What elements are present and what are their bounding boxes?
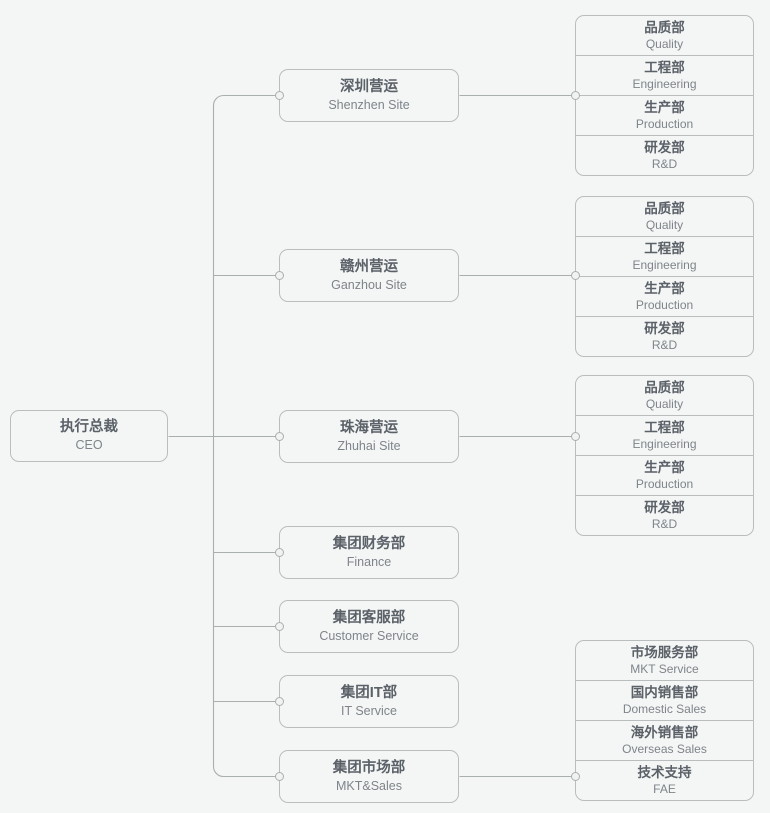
node-zhuhai-site[interactable]: 珠海营运 Zhuhai Site [279, 410, 459, 463]
department-row-quality[interactable]: 品质部 Quality [576, 376, 753, 416]
department-label-cn: 研发部 [644, 499, 685, 515]
department-label-cn: 品质部 [644, 200, 685, 216]
department-label-cn: 市场服务部 [630, 644, 699, 660]
connector-dot-group-shenzhen[interactable] [571, 91, 580, 100]
node-ceo[interactable]: 执行总裁 CEO [10, 410, 168, 462]
department-label-cn: 生产部 [644, 280, 685, 296]
department-label-cn: 国内销售部 [630, 684, 699, 700]
department-label-en: Production [635, 476, 694, 491]
department-label-en: Engineering [632, 76, 697, 91]
department-row-domestic-sales[interactable]: 国内销售部 Domestic Sales [576, 681, 753, 721]
department-label-en: Quality [645, 396, 684, 411]
node-customer-service-label-en: Customer Service [319, 628, 419, 643]
node-shenzhen-site[interactable]: 深圳营运 Shenzhen Site [279, 69, 459, 122]
connector-dot-group-ganzhou[interactable] [571, 271, 580, 280]
department-row-production[interactable]: 生产部 Production [576, 96, 753, 136]
node-mkt-sales-label-en: MKT&Sales [336, 778, 402, 793]
node-ganzhou-site-label-en: Ganzhou Site [331, 277, 407, 292]
department-row-rnd[interactable]: 研发部 R&D [576, 136, 753, 175]
department-label-en: R&D [651, 516, 678, 531]
node-zhuhai-site-label-cn: 珠海营运 [340, 419, 398, 436]
department-label-cn: 技术支持 [637, 764, 692, 780]
node-shenzhen-site-label-en: Shenzhen Site [328, 97, 410, 112]
department-label-cn: 研发部 [644, 320, 685, 336]
node-finance-label-cn: 集团财务部 [332, 535, 406, 552]
department-label-cn: 生产部 [644, 99, 685, 115]
department-label-cn: 研发部 [644, 139, 685, 155]
node-ganzhou-site[interactable]: 赣州营运 Ganzhou Site [279, 249, 459, 302]
node-ceo-label-cn: 执行总裁 [60, 419, 118, 436]
department-label-cn: 工程部 [644, 419, 685, 435]
node-it-service[interactable]: 集团IT部 IT Service [279, 675, 459, 728]
node-customer-service-label-cn: 集团客服部 [332, 609, 406, 626]
node-it-service-label-cn: 集团IT部 [340, 684, 398, 701]
connector-dot-finance[interactable] [275, 548, 284, 557]
connector-dot-group-zhuhai[interactable] [571, 432, 580, 441]
connector-dot-shenzhen-site[interactable] [275, 91, 284, 100]
department-label-cn: 海外销售部 [630, 724, 699, 740]
connector-dot-mkt-sales[interactable] [275, 772, 284, 781]
department-label-en: Quality [645, 36, 684, 51]
department-row-mkt-service[interactable]: 市场服务部 MKT Service [576, 641, 753, 681]
department-label-en: R&D [651, 156, 678, 171]
connector-dot-it-service[interactable] [275, 697, 284, 706]
department-row-production[interactable]: 生产部 Production [576, 456, 753, 496]
department-label-en: Production [635, 116, 694, 131]
department-label-cn: 工程部 [644, 59, 685, 75]
department-row-fae[interactable]: 技术支持 FAE [576, 761, 753, 800]
department-row-overseas-sales[interactable]: 海外销售部 Overseas Sales [576, 721, 753, 761]
connector-dot-ganzhou-site[interactable] [275, 271, 284, 280]
department-row-engineering[interactable]: 工程部 Engineering [576, 56, 753, 96]
node-zhuhai-site-label-en: Zhuhai Site [337, 438, 401, 453]
node-shenzhen-site-label-cn: 深圳营运 [340, 78, 398, 95]
node-ceo-label-en: CEO [75, 438, 103, 453]
department-group-mkt-sales: 市场服务部 MKT Service 国内销售部 Domestic Sales 海… [575, 640, 754, 801]
node-finance[interactable]: 集团财务部 Finance [279, 526, 459, 579]
department-label-cn: 品质部 [644, 19, 685, 35]
department-group-shenzhen: 品质部 Quality 工程部 Engineering 生产部 Producti… [575, 15, 754, 176]
department-label-en: MKT Service [630, 661, 699, 676]
node-ganzhou-site-label-cn: 赣州营运 [340, 258, 398, 275]
department-label-en: Quality [645, 217, 684, 232]
department-row-quality[interactable]: 品质部 Quality [576, 16, 753, 56]
department-label-cn: 品质部 [644, 379, 685, 395]
department-label-en: FAE [653, 781, 676, 796]
connector-dot-group-mkt-sales[interactable] [571, 772, 580, 781]
node-customer-service[interactable]: 集团客服部 Customer Service [279, 600, 459, 653]
department-row-rnd[interactable]: 研发部 R&D [576, 496, 753, 535]
node-finance-label-en: Finance [346, 554, 392, 569]
department-group-ganzhou: 品质部 Quality 工程部 Engineering 生产部 Producti… [575, 196, 754, 357]
department-label-en: Engineering [632, 436, 697, 451]
department-label-cn: 生产部 [644, 459, 685, 475]
department-label-en: R&D [651, 337, 678, 352]
node-it-service-label-en: IT Service [340, 703, 398, 718]
department-label-en: Engineering [632, 257, 697, 272]
department-group-zhuhai: 品质部 Quality 工程部 Engineering 生产部 Producti… [575, 375, 754, 536]
department-label-en: Domestic Sales [622, 701, 707, 716]
department-row-engineering[interactable]: 工程部 Engineering [576, 416, 753, 456]
department-row-quality[interactable]: 品质部 Quality [576, 197, 753, 237]
connector-dot-customer-service[interactable] [275, 622, 284, 631]
department-row-rnd[interactable]: 研发部 R&D [576, 317, 753, 356]
department-label-cn: 工程部 [644, 240, 685, 256]
connector-dot-zhuhai-site[interactable] [275, 432, 284, 441]
department-label-en: Overseas Sales [622, 741, 707, 756]
department-row-engineering[interactable]: 工程部 Engineering [576, 237, 753, 277]
department-row-production[interactable]: 生产部 Production [576, 277, 753, 317]
node-mkt-sales-label-cn: 集团市场部 [332, 759, 406, 776]
department-label-en: Production [635, 297, 694, 312]
node-mkt-sales[interactable]: 集团市场部 MKT&Sales [279, 750, 459, 803]
